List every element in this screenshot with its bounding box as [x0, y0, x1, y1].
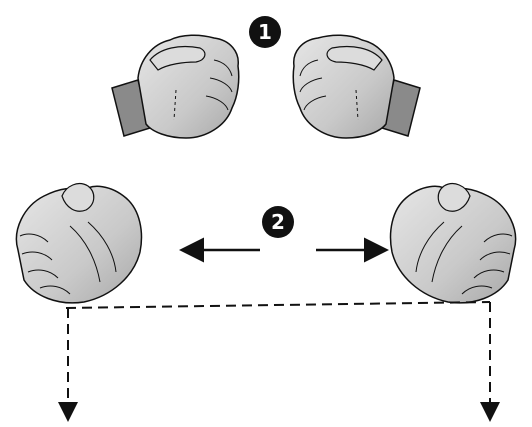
step-2-badge: 2 — [262, 206, 294, 238]
left-fist-icon — [112, 35, 239, 138]
dashed-guide — [66, 302, 490, 418]
step-1-label: 1 — [258, 20, 272, 44]
step-1-badge: 1 — [249, 16, 281, 48]
left-open-palm-icon — [16, 184, 141, 303]
step-2-label: 2 — [271, 210, 285, 234]
right-open-palm-icon — [391, 184, 516, 303]
right-fist-icon — [293, 35, 420, 138]
